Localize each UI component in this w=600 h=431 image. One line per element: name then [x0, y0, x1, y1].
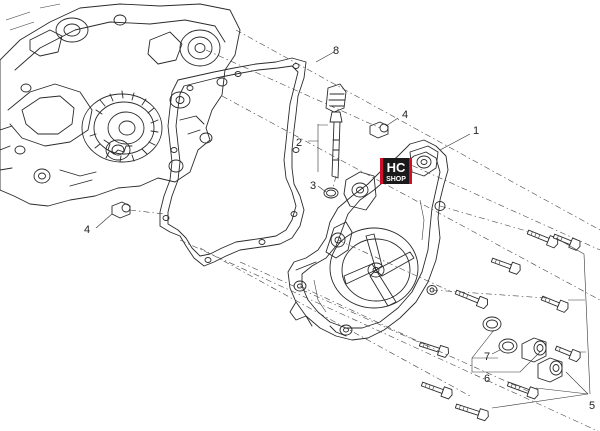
leader-lines [95, 51, 591, 409]
cover-bolts [418, 229, 581, 422]
callout-1: 1 [473, 125, 479, 137]
logo-line2: SHOP [386, 176, 406, 183]
oil-dipstick [325, 83, 347, 179]
callout-2: 2 [296, 137, 302, 149]
callout-labels: 1 2 3 4 4 5 6 7 8 [84, 45, 595, 412]
ignition-cover [287, 139, 449, 341]
sealing-washer-lower [498, 338, 518, 354]
callout-7: 7 [484, 351, 490, 363]
dowel-pin-upper [369, 121, 389, 139]
assembly-centerlines [129, 29, 600, 431]
sealing-washer-upper [482, 316, 502, 332]
crankcase-drawing [0, 3, 241, 207]
callout-4-lower: 4 [84, 224, 90, 236]
inspection-plug-upper [521, 337, 547, 363]
cover-gasket [159, 57, 307, 267]
hc-shop-logo: HC SHOP [380, 158, 412, 184]
callout-3: 3 [310, 180, 316, 192]
inspection-plug-lower [537, 357, 563, 383]
callout-5: 5 [589, 400, 595, 412]
o-ring [323, 187, 339, 199]
dowel-pin-lower [111, 201, 131, 219]
callout-6: 6 [484, 373, 490, 385]
logo-line1: HC [387, 160, 406, 175]
callout-4-upper: 4 [402, 109, 408, 121]
callout-8: 8 [333, 45, 339, 57]
